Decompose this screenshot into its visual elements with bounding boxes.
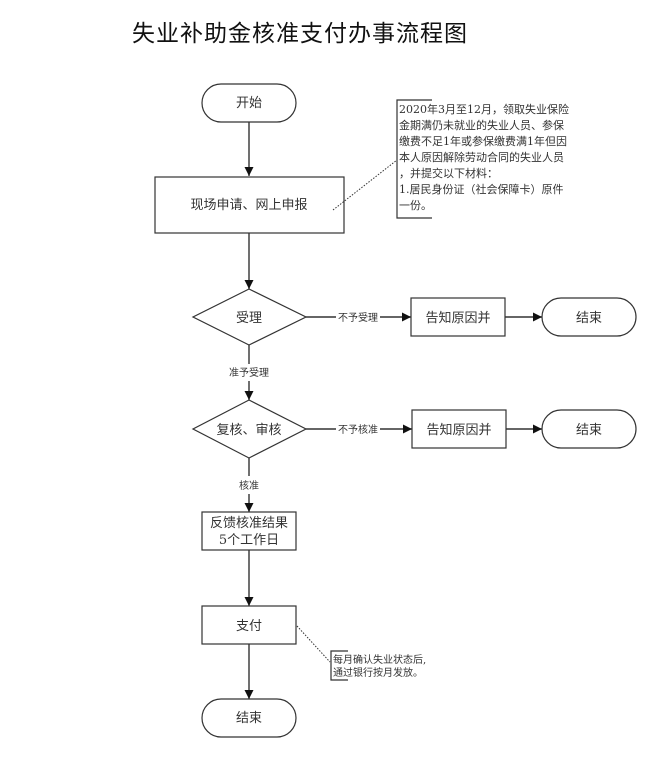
pay-note-connector	[296, 625, 331, 663]
notify2-node: 告知原因并	[411, 409, 507, 449]
pay-note: 每月确认失业状态后, 通过银行按月发放。	[333, 653, 426, 679]
end3-label: 结束	[236, 711, 262, 726]
pay-note-line: 每月确认失业状态后,	[333, 653, 426, 666]
end1-label: 结束	[576, 311, 602, 326]
apply-node: 现场申请、网上申报	[154, 176, 345, 234]
review-label: 复核、审核	[216, 423, 281, 438]
edge-label-approve-accept: 准予受理	[229, 367, 269, 379]
apply-note-line: 缴费不足1年或参保缴费满1年但因	[399, 134, 567, 148]
feedback-label-line1: 反馈核准结果	[210, 516, 288, 531]
pay-node: 支付	[201, 605, 297, 645]
pay-label: 支付	[236, 619, 262, 634]
pay-note-line: 通过银行按月发放。	[333, 666, 423, 679]
notify1-label: 告知原因并	[425, 310, 490, 326]
review-decision: 复核、审核	[191, 399, 308, 459]
apply-note-line: ，并提交以下材料：	[399, 166, 498, 180]
apply-note-line: 金期满仍未就业的失业人员、参保	[399, 118, 564, 132]
end3-node: 结束	[201, 698, 297, 738]
feedback-node: 反馈核准结果 5个工作日	[201, 511, 297, 551]
apply-label: 现场申请、网上申报	[190, 198, 307, 213]
apply-note-line: 1.居民身份证（社会保障卡）原件	[399, 182, 564, 196]
start-label: 开始	[236, 96, 262, 111]
apply-note-line: 一份。	[399, 199, 432, 212]
apply-note: 2020年3月至12月，领取失业保险 金期满仍未就业的失业人员、参保 缴费不足1…	[399, 102, 569, 212]
edge-label-reject-review: 不予核准	[338, 423, 378, 436]
end1-node: 结束	[541, 297, 637, 337]
notify1-node: 告知原因并	[410, 297, 506, 337]
page-title: 失业补助金核准支付办事流程图	[132, 21, 468, 47]
apply-note-line: 2020年3月至12月，领取失业保险	[399, 102, 569, 116]
pay-note-bracket	[330, 650, 348, 681]
start-node: 开始	[201, 83, 297, 123]
notify2-label: 告知原因并	[426, 422, 491, 438]
end2-node: 结束	[541, 409, 637, 449]
feedback-label-line2: 5个工作日	[219, 533, 279, 548]
accept-label: 受理	[236, 311, 262, 326]
apply-note-line: 本人原因解除劳动合同的失业人员	[399, 150, 564, 164]
accept-decision: 受理	[191, 288, 308, 346]
edge-label-reject-accept: 不予受理	[338, 312, 378, 324]
apply-note-bracket	[396, 99, 432, 219]
end2-label: 结束	[576, 423, 602, 438]
edge-label-approve-review: 核准	[239, 479, 259, 492]
